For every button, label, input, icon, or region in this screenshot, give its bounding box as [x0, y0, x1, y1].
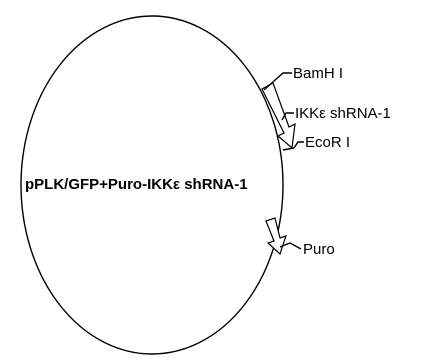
shrna-insert-arrow — [261, 82, 296, 150]
bamhi-label: BamH I — [293, 65, 343, 82]
shrna-leader-line — [281, 112, 294, 121]
puro-label: Puro — [303, 241, 335, 258]
puro-leader-line — [279, 242, 302, 250]
plasmid-title: pPLK/GFP+Puro-IKKε shRNA-1 — [25, 176, 248, 193]
ecori-leader-line — [282, 141, 304, 151]
shrna-label: IKKε shRNA-1 — [295, 105, 391, 122]
bamhi-leader-line — [263, 72, 292, 91]
puro-gene-arrow — [265, 217, 287, 256]
plasmid-backbone-circle — [20, 15, 284, 355]
ecori-label: EcoR I — [305, 134, 350, 151]
